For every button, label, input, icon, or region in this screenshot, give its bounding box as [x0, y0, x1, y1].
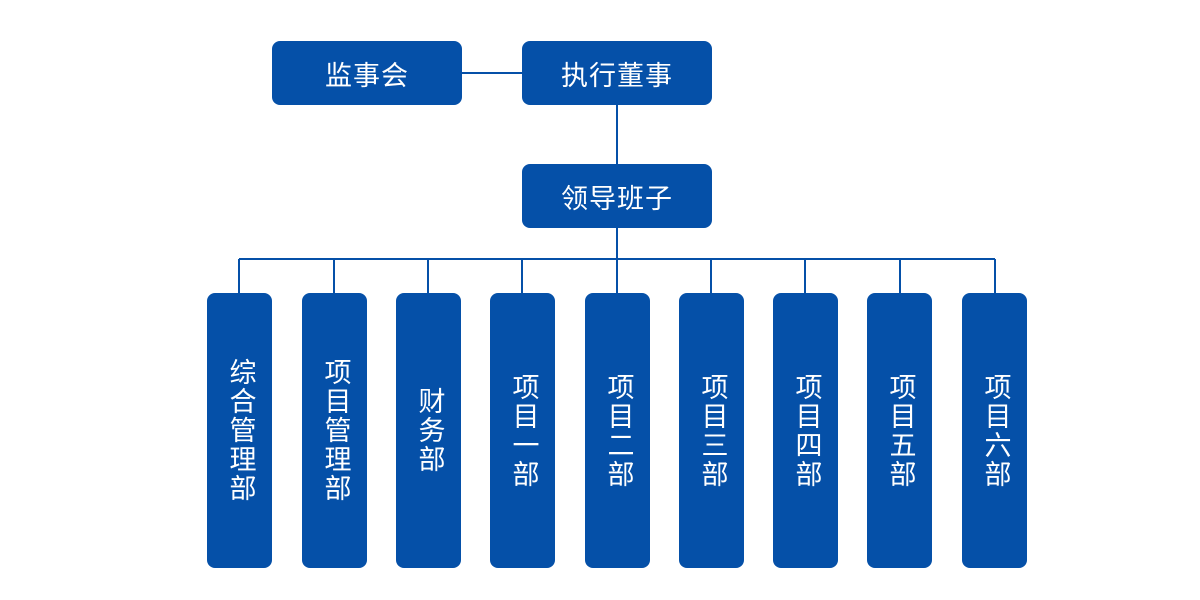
node-department-project-5: 项目五部 — [867, 293, 932, 568]
node-department-project-4: 项目四部 — [773, 293, 838, 568]
node-leadership-team: 领导班子 — [522, 164, 712, 228]
department-label: 项目一部 — [507, 372, 539, 489]
department-label: 项目五部 — [884, 372, 916, 489]
node-department-finance: 财务部 — [396, 293, 461, 568]
node-supervisory-board-label: 监事会 — [325, 60, 409, 92]
department-label: 项目三部 — [696, 372, 728, 489]
department-label: 综合管理部 — [224, 358, 256, 503]
department-label: 财务部 — [413, 387, 445, 474]
node-department-project-2: 项目二部 — [585, 293, 650, 568]
node-department-project-management: 项目管理部 — [302, 293, 367, 568]
node-department-general-management: 综合管理部 — [207, 293, 272, 568]
node-leadership-team-label: 领导班子 — [561, 183, 673, 215]
node-supervisory-board: 监事会 — [272, 41, 462, 105]
department-label: 项目二部 — [602, 372, 634, 489]
department-label: 项目管理部 — [319, 358, 351, 503]
node-department-project-3: 项目三部 — [679, 293, 744, 568]
department-label: 项目四部 — [790, 372, 822, 489]
node-executive-director: 执行董事 — [522, 41, 712, 105]
node-department-project-1: 项目一部 — [490, 293, 555, 568]
node-executive-director-label: 执行董事 — [561, 60, 673, 92]
node-department-project-6: 项目六部 — [962, 293, 1027, 568]
department-label: 项目六部 — [979, 372, 1011, 489]
